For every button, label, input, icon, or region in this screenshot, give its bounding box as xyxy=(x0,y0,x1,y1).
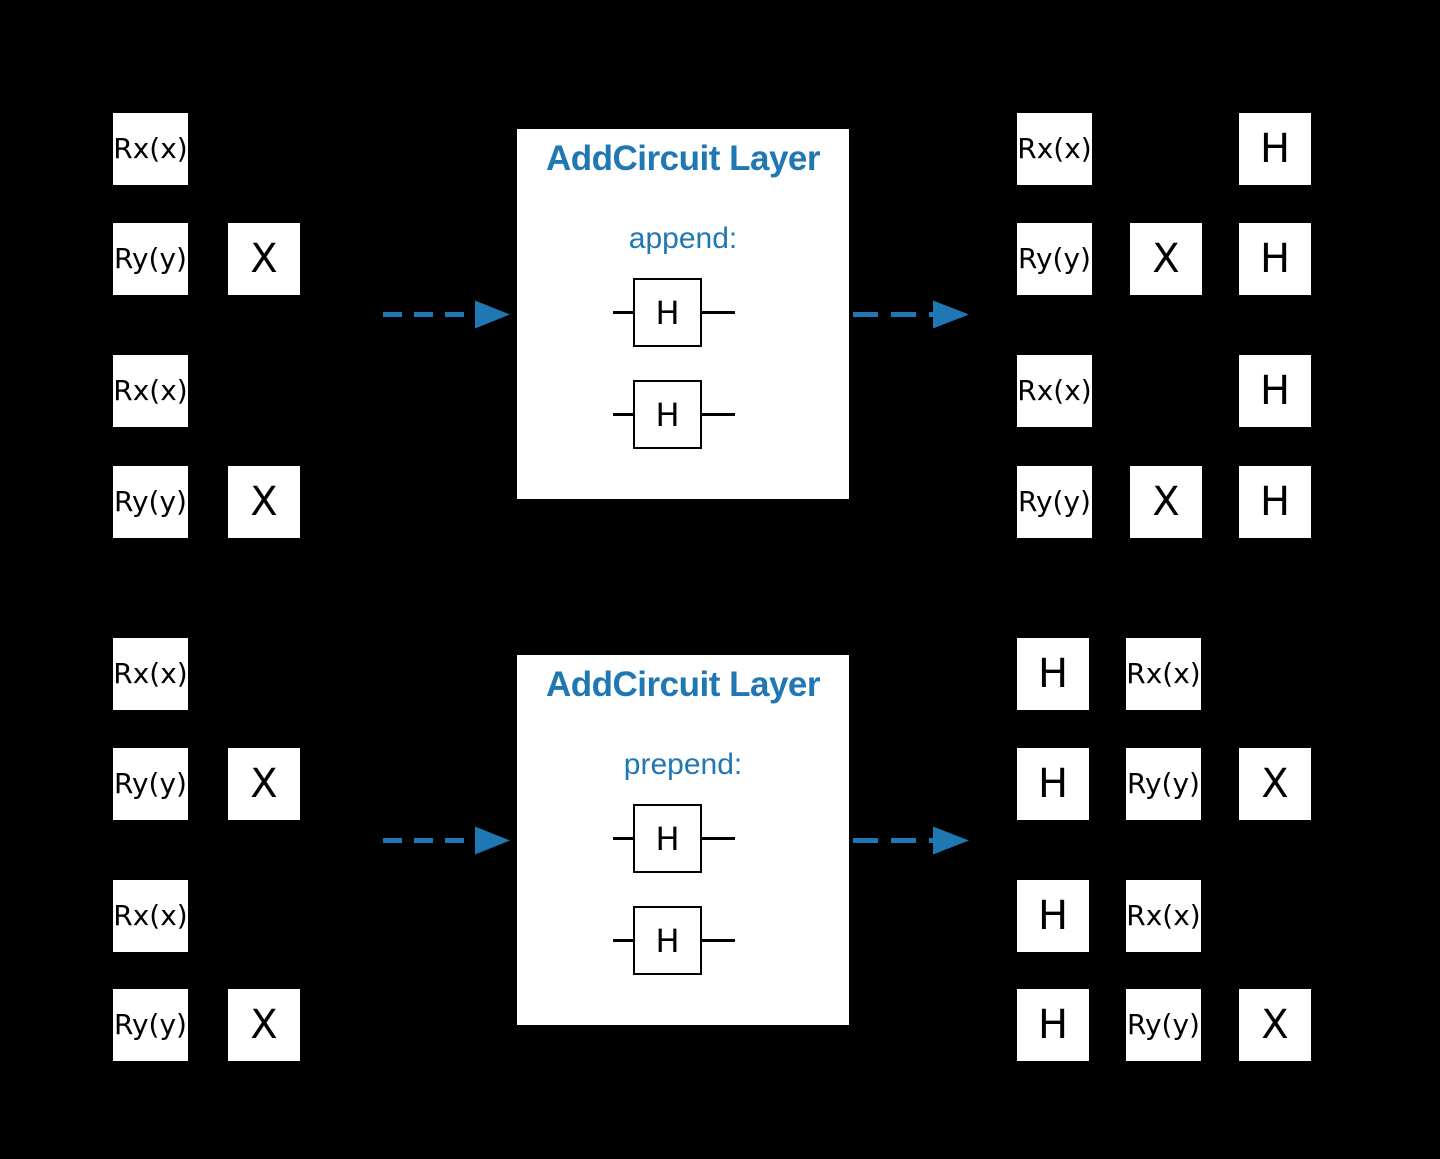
wire-stub xyxy=(613,311,633,314)
gate-rx: Rx(x) xyxy=(1017,355,1092,427)
gate-x: X xyxy=(1239,989,1311,1061)
addcircuit-layer-box-prepend: AddCircuit Layer prepend: H H xyxy=(517,655,849,1025)
addcircuit-layer-box-append: AddCircuit Layer append: H H xyxy=(517,129,849,499)
gate-rx: Rx(x) xyxy=(1126,880,1201,952)
gate-rx: Rx(x) xyxy=(113,113,188,185)
gate-ry: Ry(y) xyxy=(1126,989,1201,1061)
gate-h: H xyxy=(1017,989,1089,1061)
gate-h: H xyxy=(633,804,702,873)
gate-x: X xyxy=(228,989,300,1061)
gate-x: X xyxy=(1130,466,1202,538)
wire-stub xyxy=(702,939,735,942)
gate-x: X xyxy=(228,748,300,820)
gate-x: X xyxy=(1239,748,1311,820)
gate-h: H xyxy=(633,380,702,449)
dashed-arrow-right-icon xyxy=(853,300,969,329)
hgate-with-wire: H xyxy=(613,278,735,347)
gate-ry: Ry(y) xyxy=(113,989,188,1061)
gate-rx: Rx(x) xyxy=(113,355,188,427)
gate-ry: Ry(y) xyxy=(113,466,188,538)
gate-rx: Rx(x) xyxy=(113,880,188,952)
wire-stub xyxy=(613,413,633,416)
gate-x: X xyxy=(228,466,300,538)
hgate-with-wire: H xyxy=(613,380,735,449)
gate-h: H xyxy=(1239,355,1311,427)
gate-h: H xyxy=(1239,113,1311,185)
wire-stub xyxy=(702,837,735,840)
dashed-arrow-right-icon xyxy=(383,826,510,855)
wire-stub xyxy=(702,413,735,416)
gate-h: H xyxy=(1017,880,1089,952)
gate-ry: Ry(y) xyxy=(113,223,188,295)
layer-title: AddCircuit Layer xyxy=(546,139,821,178)
gate-x: X xyxy=(1130,223,1202,295)
gate-rx: Rx(x) xyxy=(113,638,188,710)
gate-ry: Ry(y) xyxy=(1017,466,1092,538)
gate-h: H xyxy=(633,278,702,347)
gate-h: H xyxy=(1239,466,1311,538)
dashed-arrow-right-icon xyxy=(853,826,969,855)
wire-stub xyxy=(702,311,735,314)
layer-mode-label: append: xyxy=(628,222,738,255)
hgate-with-wire: H xyxy=(613,804,735,873)
gate-x: X xyxy=(228,223,300,295)
hgate-with-wire: H xyxy=(613,906,735,975)
wire-stub xyxy=(613,837,633,840)
dashed-arrow-right-icon xyxy=(383,300,510,329)
layer-mode-label: prepend: xyxy=(623,748,743,781)
gate-ry: Ry(y) xyxy=(1017,223,1092,295)
wire-stub xyxy=(613,939,633,942)
gate-h: H xyxy=(633,906,702,975)
gate-ry: Ry(y) xyxy=(113,748,188,820)
gate-h: H xyxy=(1017,638,1089,710)
gate-rx: Rx(x) xyxy=(1126,638,1201,710)
gate-h: H xyxy=(1017,748,1089,820)
layer-title: AddCircuit Layer xyxy=(546,665,821,704)
gate-h: H xyxy=(1239,223,1311,295)
gate-rx: Rx(x) xyxy=(1017,113,1092,185)
gate-ry: Ry(y) xyxy=(1126,748,1201,820)
